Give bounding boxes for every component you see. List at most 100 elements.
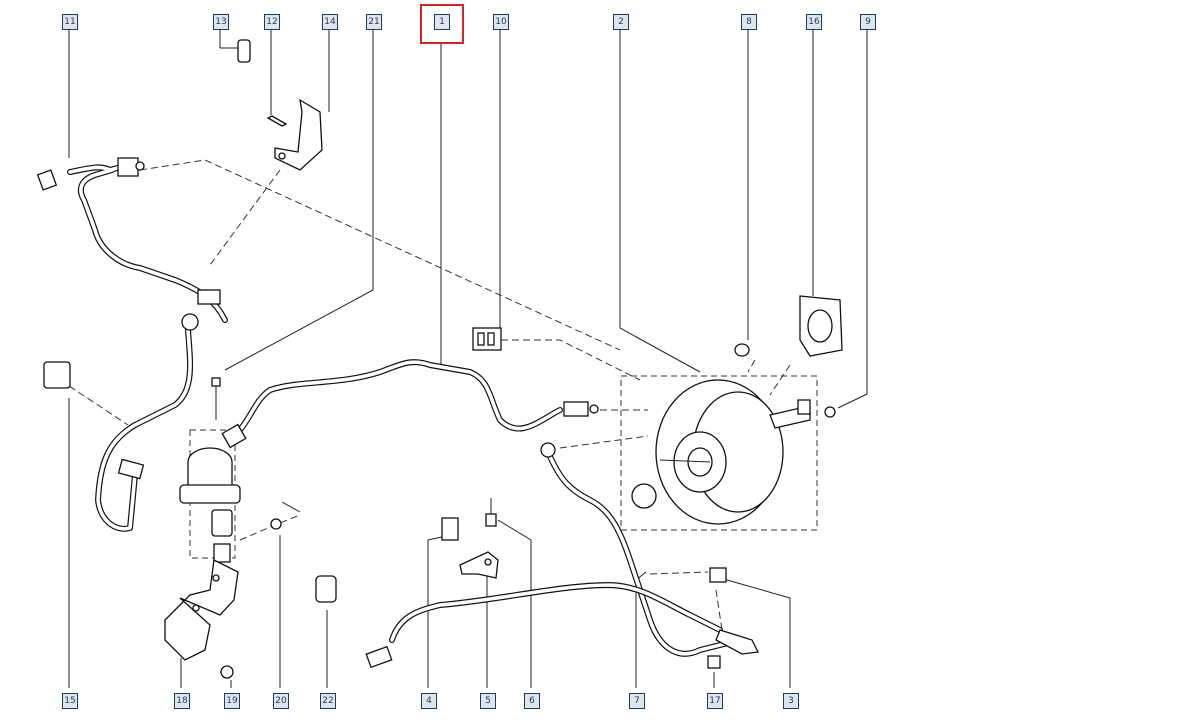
callout-13-label: 13 — [215, 17, 227, 27]
hose-clip-small — [707, 655, 721, 669]
callout-19-label: 19 — [226, 696, 238, 706]
servo-seal-ring — [631, 483, 657, 509]
callout-8-label: 8 — [746, 17, 752, 27]
hose-connector-loop — [117, 458, 145, 480]
callout-17[interactable]: 17 — [707, 693, 723, 709]
hose-junction-cap — [135, 161, 145, 171]
vacuum-pump-outlet — [211, 509, 233, 537]
grommet-8 — [734, 343, 750, 357]
nut-19 — [220, 665, 234, 679]
pump-bolt-head — [211, 377, 221, 387]
bracket-5 — [459, 551, 499, 579]
servo-pushrod — [659, 459, 711, 463]
vacuum-pump-mount — [213, 543, 231, 563]
dash-line-b — [209, 169, 281, 266]
leader-2 — [619, 30, 701, 373]
callout-18[interactable]: 18 — [174, 693, 190, 709]
center-bracket-group — [459, 498, 499, 579]
callout-6-label: 6 — [529, 696, 535, 706]
callout-7-label: 7 — [634, 696, 640, 706]
hose-clip-center — [441, 517, 459, 541]
callout-20-label: 20 — [275, 696, 287, 706]
callout-10[interactable]: 10 — [493, 14, 509, 30]
dash-line-d — [59, 379, 129, 426]
hose-clip-22 — [315, 575, 337, 603]
callout-11[interactable]: 11 — [62, 14, 78, 30]
servo-rear-boot — [797, 399, 811, 415]
right-bracket-group — [715, 629, 759, 655]
callout-17-label: 17 — [709, 696, 721, 706]
hose-junction-upper — [117, 157, 139, 177]
dash-line-f — [559, 435, 649, 449]
hose-holder-slot-b — [487, 332, 495, 346]
hose-check-valve-end — [589, 404, 599, 414]
callout-9[interactable]: 9 — [860, 14, 876, 30]
callout-14[interactable]: 14 — [322, 14, 338, 30]
hose-right-lower-core — [546, 450, 742, 656]
callout-1[interactable]: 1 — [434, 14, 450, 30]
dash-line-j — [649, 571, 709, 575]
leader-lines — [68, 30, 868, 688]
hose-main — [235, 359, 563, 435]
callout-10-label: 10 — [495, 17, 507, 27]
callout-7[interactable]: 7 — [629, 693, 645, 709]
dash-line-a — [139, 159, 621, 351]
nut-9 — [824, 406, 836, 418]
callout-6[interactable]: 6 — [524, 693, 540, 709]
hose-holder-slot-a — [477, 332, 485, 346]
callout-2[interactable]: 2 — [613, 14, 629, 30]
callout-14-label: 14 — [324, 17, 336, 27]
hose-tee-left — [181, 313, 199, 331]
callout-12[interactable]: 12 — [264, 14, 280, 30]
callout-5[interactable]: 5 — [480, 693, 496, 709]
hose-holder-clip — [472, 327, 502, 351]
bracket-3 — [715, 629, 759, 655]
vacuum-pump-group — [179, 377, 301, 563]
callout-9-label: 9 — [865, 17, 871, 27]
callout-22[interactable]: 22 — [320, 693, 336, 709]
vacuum-pump-flange — [179, 484, 241, 504]
callout-21-label: 21 — [368, 17, 380, 27]
callout-13[interactable]: 13 — [213, 14, 229, 30]
callout-12-label: 12 — [266, 17, 278, 27]
callout-16-label: 16 — [808, 17, 820, 27]
bracket-18 — [164, 559, 239, 661]
hose-left-loop — [95, 327, 194, 532]
callout-19[interactable]: 19 — [224, 693, 240, 709]
leader-9 — [837, 30, 868, 409]
callout-16[interactable]: 16 — [806, 14, 822, 30]
hose-connector-pump — [221, 423, 247, 449]
callout-1-label: 1 — [439, 17, 445, 27]
dash-line-g — [239, 514, 301, 541]
hose-left-loop-core — [96, 328, 192, 531]
callout-8[interactable]: 8 — [741, 14, 757, 30]
hose-tee-15 — [43, 361, 71, 389]
hose-check-valve — [563, 401, 589, 417]
callout-22-label: 22 — [322, 696, 334, 706]
callout-15[interactable]: 15 — [62, 693, 78, 709]
dash-line-k — [715, 589, 723, 631]
callout-4[interactable]: 4 — [421, 693, 437, 709]
hose-main-core — [236, 360, 562, 434]
servo-hose-elbow — [540, 442, 556, 458]
callout-4-label: 4 — [426, 696, 432, 706]
washer-20 — [270, 518, 282, 530]
leader-4 — [427, 535, 447, 688]
callout-2-label: 2 — [618, 17, 624, 27]
leader-21 — [224, 30, 374, 371]
hose-clip-right — [709, 567, 727, 583]
callout-5-label: 5 — [485, 696, 491, 706]
hose-fittings — [36, 157, 727, 669]
callout-3[interactable]: 3 — [783, 693, 799, 709]
dash-line-h — [747, 359, 756, 373]
dash-line-c — [490, 339, 641, 381]
hose-bottom-core — [390, 583, 722, 642]
callout-20[interactable]: 20 — [273, 693, 289, 709]
rubber-stud-13 — [237, 39, 251, 63]
callout-21[interactable]: 21 — [366, 14, 382, 30]
callout-18-label: 18 — [176, 696, 188, 706]
callout-3-label: 3 — [788, 696, 794, 706]
leader-6 — [497, 519, 532, 688]
